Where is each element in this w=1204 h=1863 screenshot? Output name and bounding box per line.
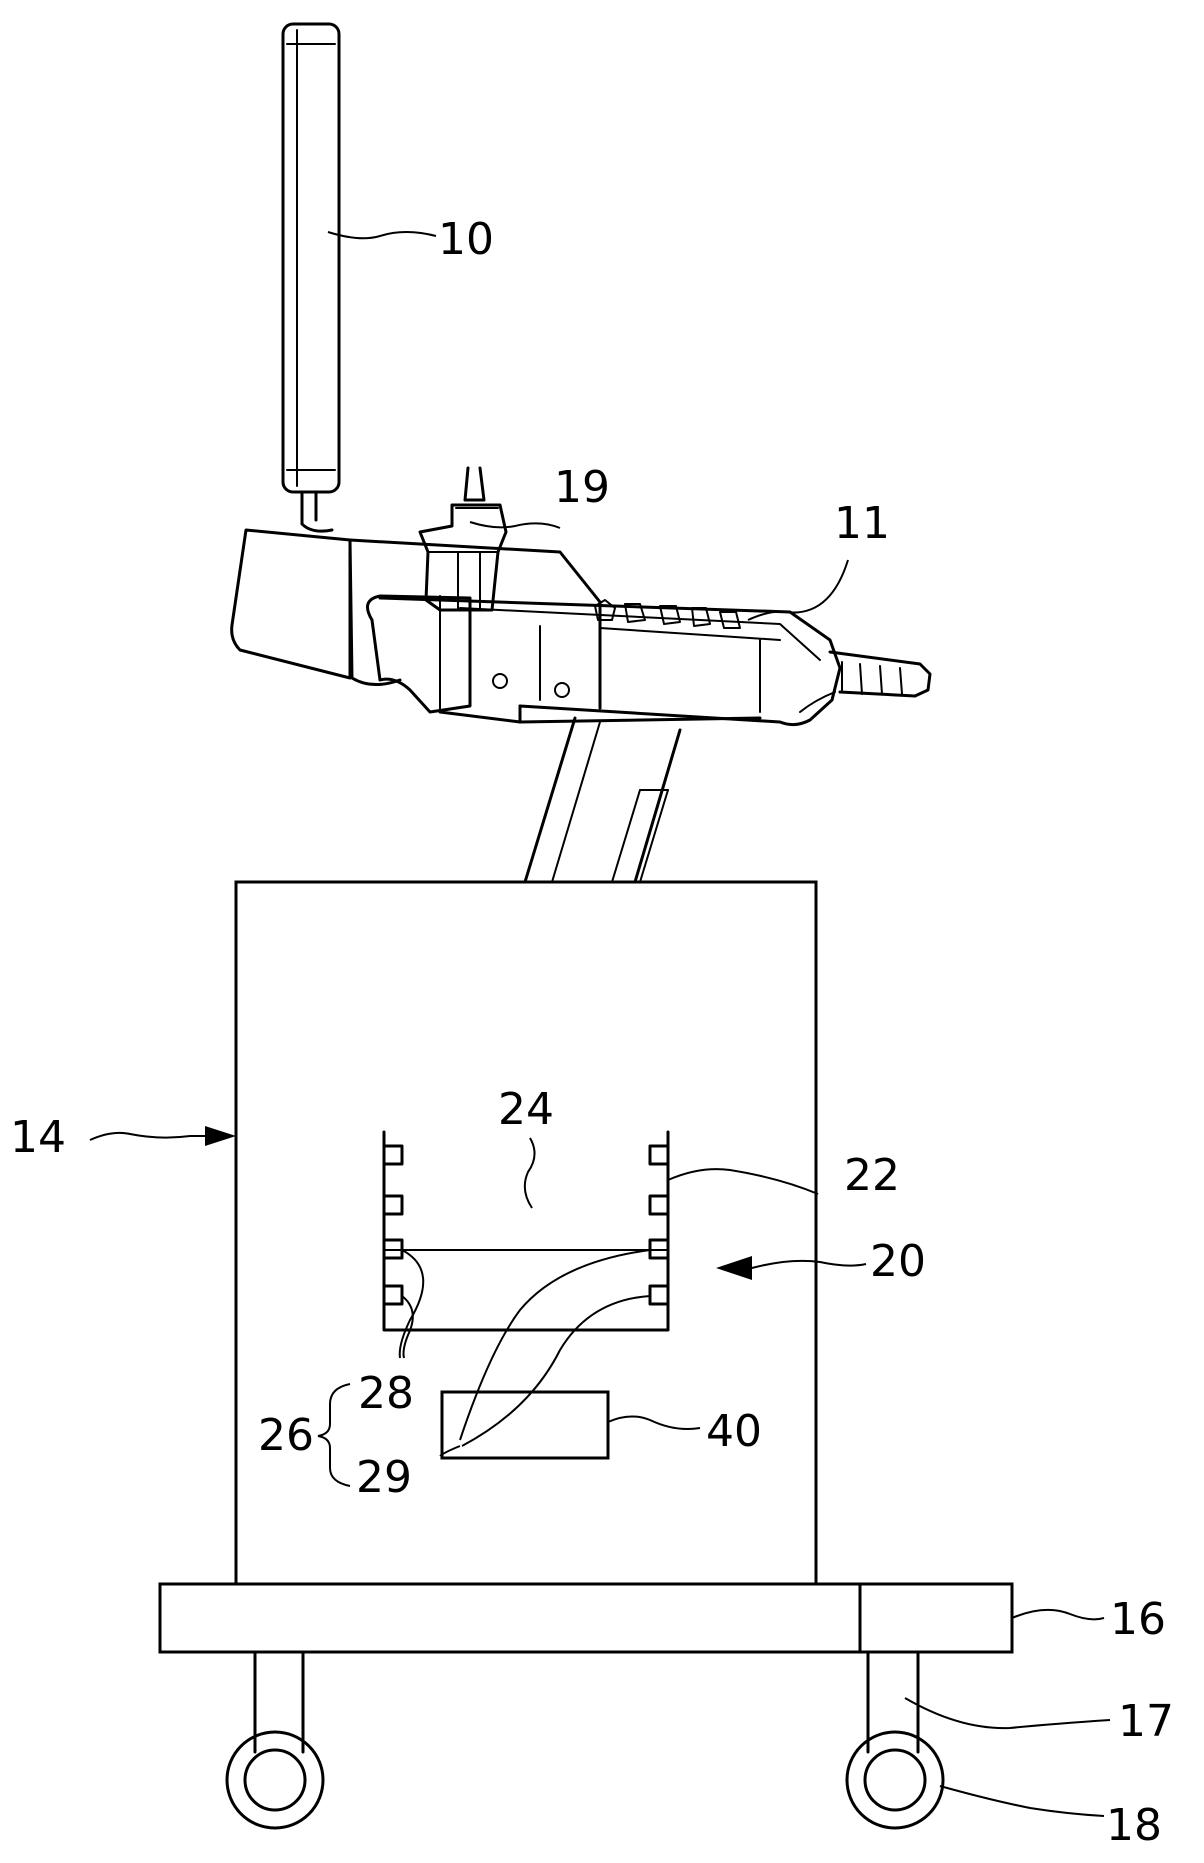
- label-26: 26: [258, 1410, 314, 1461]
- cart-body: [236, 882, 816, 1584]
- display-monitor: [283, 24, 339, 531]
- label-19: 19: [554, 462, 610, 513]
- label-16: 16: [1110, 1594, 1166, 1645]
- right-caster: [847, 1652, 943, 1828]
- left-caster: [227, 1652, 323, 1828]
- label-14: 14: [10, 1112, 66, 1163]
- label-17: 17: [1118, 1696, 1174, 1747]
- label-20: 20: [870, 1236, 926, 1287]
- label-29: 29: [356, 1452, 412, 1503]
- label-40: 40: [706, 1406, 762, 1457]
- label-11: 11: [834, 498, 890, 549]
- label-18: 18: [1106, 1800, 1162, 1851]
- probe-holder: [420, 468, 506, 610]
- label-24: 24: [498, 1084, 554, 1135]
- cart-base: [160, 1584, 1012, 1652]
- control-panel: [232, 530, 930, 725]
- label-10: 10: [438, 214, 494, 265]
- label-22: 22: [844, 1150, 900, 1201]
- stand-column: [525, 718, 680, 882]
- processor-box: [442, 1392, 608, 1458]
- label-28: 28: [358, 1368, 414, 1419]
